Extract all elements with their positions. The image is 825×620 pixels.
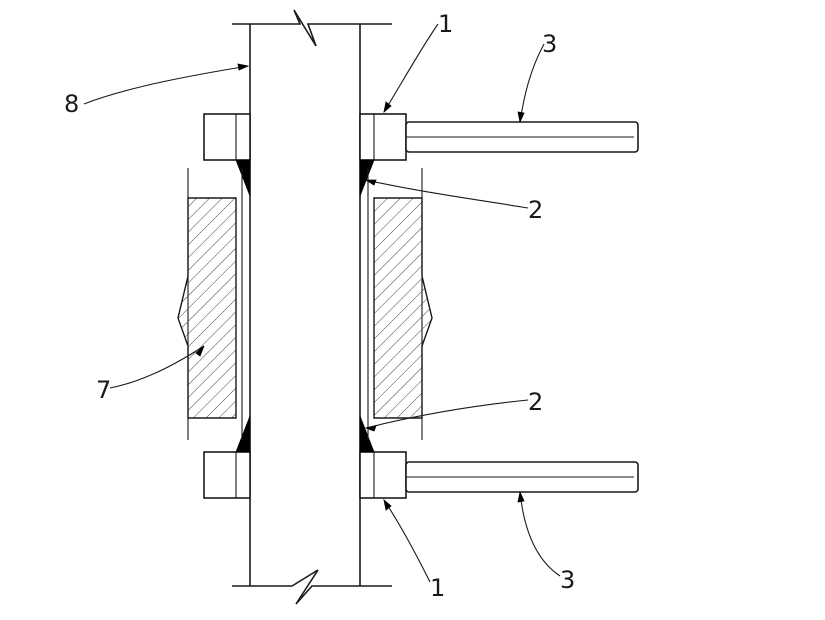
ring-top-right [359, 113, 407, 161]
label-rod-bottom: 3 [560, 566, 575, 594]
ring-bottom-left [203, 451, 251, 499]
label-pipe: 8 [64, 90, 79, 118]
wall-right-hatched [373, 197, 433, 419]
rod-top [405, 121, 639, 153]
label-wall: 7 [96, 376, 111, 404]
rod-bottom [405, 461, 639, 493]
leader-lines [83, 23, 561, 583]
label-rod-top: 3 [542, 30, 557, 58]
label-ring-top: 1 [438, 10, 453, 38]
label-weld-top: 2 [528, 196, 543, 224]
weld-fillets [235, 159, 375, 453]
label-ring-bottom: 1 [430, 574, 445, 602]
label-weld-bottom: 2 [528, 388, 543, 416]
ring-bottom-right [359, 451, 407, 499]
wall-left-hatched [177, 197, 237, 419]
ring-top-left [203, 113, 251, 161]
